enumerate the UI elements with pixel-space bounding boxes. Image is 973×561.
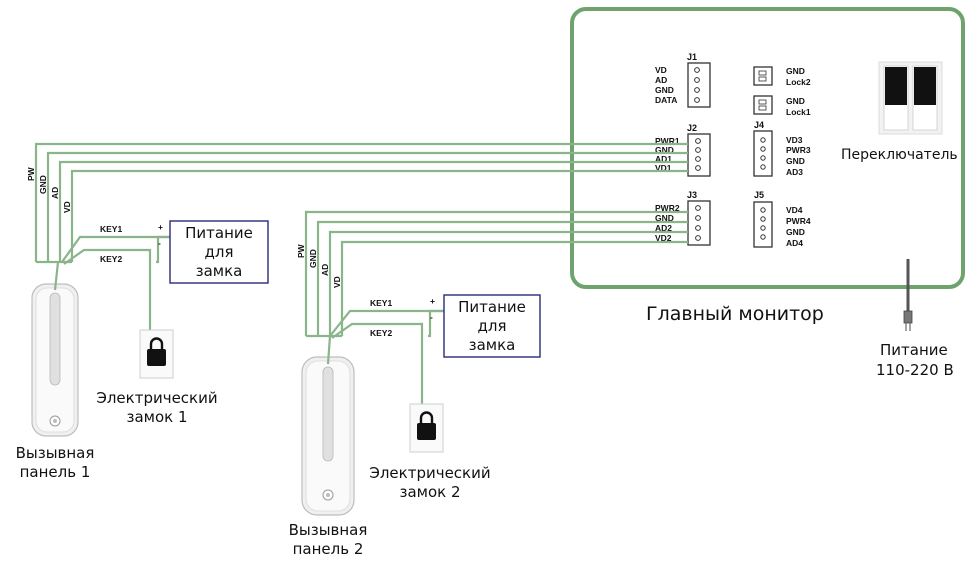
panel2-psu-text: Питание bbox=[458, 298, 526, 316]
j3-label: J3 bbox=[687, 190, 697, 200]
j1-connector bbox=[687, 62, 711, 108]
j2-pin: GND bbox=[655, 145, 674, 155]
panel1-psu-text: для bbox=[205, 243, 234, 261]
panel2-plus: + bbox=[430, 296, 435, 306]
dip-switch[interactable] bbox=[878, 61, 943, 135]
panel1-wire-label: VD bbox=[62, 201, 72, 213]
main-monitor-frame bbox=[570, 7, 965, 289]
j5-pin: AD4 bbox=[786, 238, 803, 248]
j4-label: J4 bbox=[754, 120, 764, 130]
panel2-key1: KEY1 bbox=[370, 298, 392, 308]
panel2-wire-label: VD bbox=[332, 276, 342, 288]
j4-pin: PWR3 bbox=[786, 145, 811, 155]
lock2-device bbox=[409, 403, 444, 453]
panel2-name-2: панель 2 bbox=[293, 540, 364, 558]
panel2-key2: KEY2 bbox=[370, 328, 392, 338]
lock2-label: Электрический bbox=[369, 464, 490, 482]
panel2-minus: - bbox=[430, 312, 433, 322]
panel2-psu-text: для bbox=[478, 317, 507, 335]
lock1-pin-label: GND bbox=[786, 96, 805, 106]
lock2-pin-label: Lock2 bbox=[786, 77, 811, 87]
j2-pin: AD1 bbox=[655, 154, 672, 164]
power-label: Питание bbox=[880, 341, 948, 359]
panel2-bus bbox=[304, 210, 688, 336]
panel1-key2: KEY2 bbox=[100, 254, 122, 264]
panel2-psu-text: замка bbox=[469, 336, 516, 354]
lock1-label-2: замок 1 bbox=[126, 408, 187, 426]
j2-pins bbox=[695, 138, 701, 171]
j4-pins bbox=[760, 137, 766, 170]
call-panel-2 bbox=[301, 334, 355, 516]
panel1-key1: KEY1 bbox=[100, 224, 122, 234]
panel1-psu-text: Питание bbox=[185, 224, 253, 242]
power-cord bbox=[903, 259, 913, 331]
j2-label: J2 bbox=[687, 123, 697, 133]
panel1-key-wires bbox=[61, 235, 170, 332]
panel1-name: Вызывная bbox=[16, 444, 95, 462]
panel2-wire-label: GND bbox=[308, 249, 318, 268]
j3-pin: PWR2 bbox=[655, 203, 680, 213]
j3-pin: AD2 bbox=[655, 223, 672, 233]
j5-connector bbox=[753, 201, 773, 248]
switch-label: Переключатель bbox=[841, 147, 958, 163]
j1-pin: VD bbox=[655, 65, 667, 75]
panel1-psu-text: замка bbox=[196, 262, 243, 280]
j3-connector bbox=[687, 200, 711, 246]
lock2-pin-label: GND bbox=[786, 66, 805, 76]
j4-pin: GND bbox=[786, 156, 805, 166]
lock2-label-2: замок 2 bbox=[399, 483, 460, 501]
panel1-plus: + bbox=[158, 222, 163, 232]
j2-pin: PWR1 bbox=[655, 136, 680, 146]
j5-label: J5 bbox=[754, 190, 764, 200]
panel2-key-wires bbox=[329, 309, 444, 406]
panel1-wire-label: PW bbox=[26, 166, 36, 181]
lock1-connector bbox=[753, 95, 773, 115]
call-panel-1 bbox=[31, 260, 79, 437]
power-voltage: 110-220 В bbox=[876, 361, 954, 379]
j1-pin: AD bbox=[655, 75, 667, 85]
j2-connector bbox=[687, 133, 711, 177]
lock2-pin bbox=[758, 76, 767, 82]
j4-pin: AD3 bbox=[786, 167, 803, 177]
j4-pin: VD3 bbox=[786, 135, 803, 145]
panel1-wire-label: GND bbox=[38, 175, 48, 194]
panel2-psu-box bbox=[443, 294, 541, 358]
j5-pin: GND bbox=[786, 227, 805, 237]
panel1-wire-label: AD bbox=[50, 187, 60, 199]
lock1-pin-label: Lock1 bbox=[786, 107, 811, 117]
j1-pin: GND bbox=[655, 85, 674, 95]
lock1-device bbox=[139, 329, 174, 379]
lock1-label: Электрический bbox=[96, 389, 217, 407]
j5-pins bbox=[760, 207, 766, 240]
j1-pins bbox=[694, 67, 700, 103]
j5-pin: VD4 bbox=[786, 205, 803, 215]
j3-pin: GND bbox=[655, 213, 674, 223]
monitor-title: Главный монитор bbox=[646, 303, 824, 325]
panel2-wire-label: AD bbox=[320, 264, 330, 276]
j3-pin: VD2 bbox=[655, 233, 672, 243]
j4-connector bbox=[753, 130, 773, 177]
lock2-connector bbox=[753, 66, 773, 86]
lock2-pin bbox=[758, 70, 767, 76]
j5-pin: PWR4 bbox=[786, 216, 811, 226]
j1-label: J1 bbox=[687, 52, 697, 62]
lock1-pin bbox=[758, 99, 767, 105]
lock1-pin bbox=[758, 105, 767, 111]
panel1-bus bbox=[34, 142, 688, 262]
j2-pin: VD1 bbox=[655, 163, 672, 173]
panel2-name: Вызывная bbox=[289, 521, 368, 539]
panel1-name-2: панель 1 bbox=[20, 463, 91, 481]
j3-pins bbox=[695, 205, 701, 241]
panel1-minus: - bbox=[158, 238, 161, 248]
panel1-psu-box bbox=[169, 220, 269, 284]
panel2-wire-label: PW bbox=[296, 243, 306, 258]
j1-pin: DATA bbox=[655, 95, 677, 105]
